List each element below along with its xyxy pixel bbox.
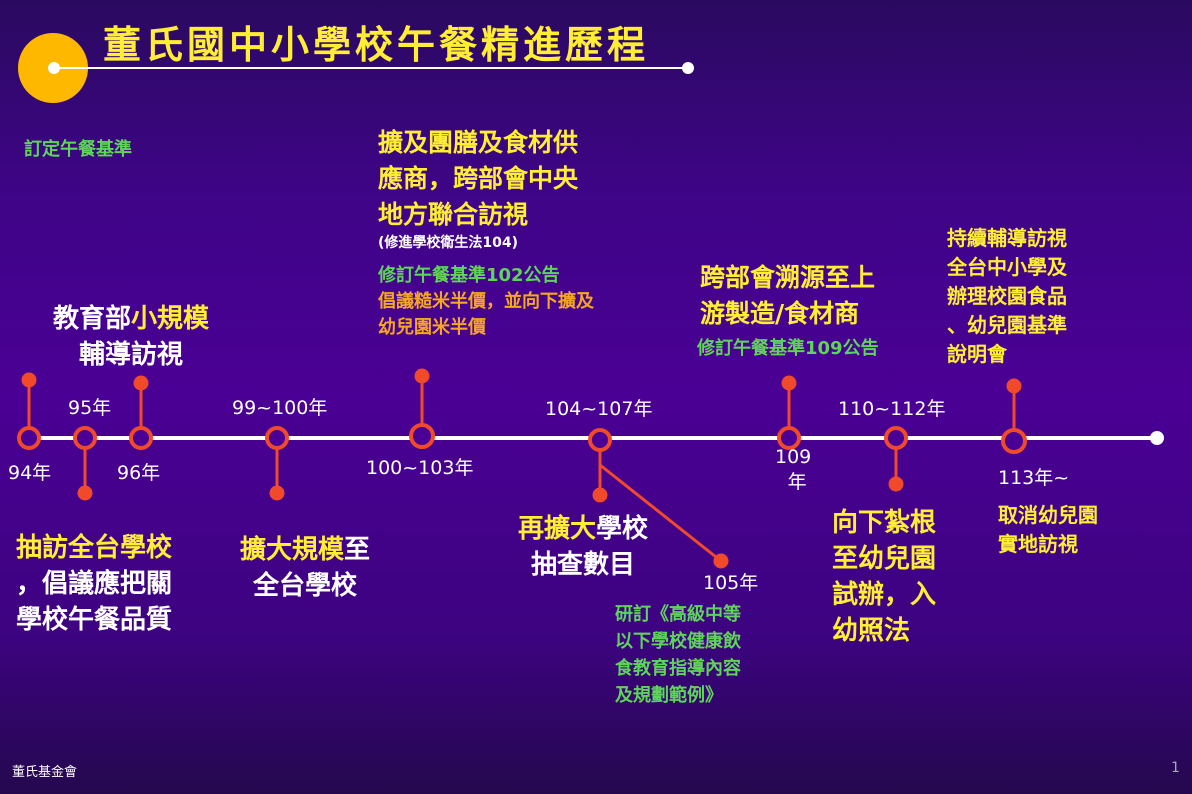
node-99 [265, 426, 289, 450]
event-110-line3: 試辦，入 [832, 580, 937, 610]
stem-dot-109 [781, 375, 797, 391]
stem-dot-110 [888, 476, 904, 492]
event-113-ongoing-line5: 說明會 [947, 342, 1007, 366]
event-104-expand: 再擴大 [518, 514, 597, 544]
year-99-100: 99~100年 [232, 397, 328, 419]
event-96-line2: 輔導訪視 [79, 340, 184, 370]
event-100-note: (修進學校衛生法104) [378, 235, 519, 251]
event-95-line2: ，倡議應把關 [16, 569, 173, 599]
event-105: 研訂《高級中等 以下學校健康飲 食教育指導內容 及規劃範例》 [615, 601, 741, 709]
event-109-line2: 游製造/食材商 [700, 299, 860, 328]
title-line-end-dot [682, 62, 694, 74]
event-113-ongoing-line3: 辦理校園食品 [947, 284, 1067, 308]
year-95: 95年 [68, 397, 112, 419]
event-99: 擴大規模至 全台學校 [240, 532, 370, 604]
stem-dot-94 [21, 372, 37, 388]
event-110-line2: 至幼兒園 [832, 544, 937, 574]
year-96: 96年 [117, 462, 161, 484]
event-100-rice-2: 幼兒園米半價 [378, 317, 486, 338]
event-109: 跨部會溯源至上 游製造/食材商 修訂午餐基準109公告 [697, 260, 879, 362]
year-110-112: 110~112年 [838, 398, 946, 420]
node-95 [73, 426, 97, 450]
year-104-107: 104~107年 [545, 398, 653, 420]
year-105: 105年 [703, 572, 759, 594]
event-113-ongoing-line4: 、幼兒園基準 [947, 313, 1067, 337]
event-94: 訂定午餐基準 [24, 139, 132, 160]
title-line-start-dot [48, 62, 60, 74]
year-109-unit: 年 [787, 471, 807, 493]
event-104-line2: 抽查數目 [531, 550, 636, 580]
page-number: 1 [1171, 760, 1180, 776]
event-99-expand: 擴大規模 [240, 535, 345, 565]
year-109: 109 年 [775, 445, 811, 495]
event-105-line2: 以下學校健康飲 [615, 631, 741, 652]
event-105-line1: 研訂《高級中等 [615, 604, 741, 625]
stem-dot-99 [269, 485, 285, 501]
event-113-line1: 取消幼兒園 [998, 503, 1098, 527]
event-95-line1: 抽訪全台學校 [16, 533, 173, 563]
node-96 [129, 426, 153, 450]
event-99-line2: 全台學校 [253, 571, 358, 601]
event-113-line2: 實地訪視 [998, 532, 1078, 556]
node-94 [17, 426, 41, 450]
event-95: 抽訪全台學校 ，倡議應把關 學校午餐品質 [16, 530, 172, 638]
event-110: 向下紮根 至幼兒園 試辦，入 幼照法 [832, 505, 936, 649]
event-113-ongoing: 持續輔導訪視 全台中小學及 辦理校園食品 、幼兒園基準 說明會 [947, 224, 1067, 369]
node-110 [884, 426, 908, 450]
event-110-line1: 向下紮根 [832, 508, 937, 538]
event-110-line4: 幼照法 [832, 616, 911, 646]
event-104-school: 學校 [596, 514, 649, 544]
node-104 [588, 428, 612, 452]
event-95-line3: 學校午餐品質 [16, 605, 173, 635]
event-96-ministry: 教育部 [53, 304, 132, 334]
node-100 [409, 423, 435, 449]
stem-dot-100 [414, 368, 430, 384]
event-100-rice-1: 倡議糙米半價，並向下擴及 [378, 291, 594, 312]
event-113: 取消幼兒園 實地訪視 [998, 501, 1098, 559]
year-113: 113年~ [998, 467, 1070, 489]
event-100-line3: 地方聯合訪視 [378, 200, 529, 229]
event-100: 擴及團膳及食材供 應商，跨部會中央 地方聯合訪視 (修進學校衛生法104) 修訂… [378, 125, 594, 341]
page-title: 董氏國中小學校午餐精進歷程 [103, 22, 650, 67]
stem-dot-113 [1006, 378, 1022, 394]
year-109-num: 109 [775, 446, 812, 468]
stem-dot-96 [133, 375, 149, 391]
event-100-standard: 修訂午餐基準102公告 [378, 265, 560, 286]
event-96-small-scale: 小規模 [131, 304, 210, 334]
event-109-line1: 跨部會溯源至上 [700, 263, 876, 292]
stem-dot-105 [713, 553, 729, 569]
event-105-line4: 及規劃範例》 [615, 685, 723, 706]
stem-dot-104 [592, 487, 608, 503]
event-113-ongoing-line1: 持續輔導訪視 [947, 226, 1067, 250]
event-96: 教育部小規模 輔導訪視 [53, 301, 209, 373]
node-109 [777, 426, 801, 450]
event-100-line1: 擴及團膳及食材供 [378, 128, 579, 157]
timeline-end-dot [1150, 431, 1164, 445]
event-105-line3: 食教育指導內容 [615, 658, 741, 679]
year-100-103: 100~103年 [366, 457, 474, 479]
event-104: 再擴大學校 抽查數目 [518, 511, 648, 583]
year-94: 94年 [8, 462, 52, 484]
event-99-to: 至 [344, 535, 371, 565]
event-113-ongoing-line2: 全台中小學及 [947, 255, 1067, 279]
event-100-line2: 應商，跨部會中央 [378, 164, 579, 193]
event-109-standard: 修訂午餐基準109公告 [697, 338, 879, 359]
node-113 [1001, 428, 1027, 454]
stem-dot-95 [77, 485, 93, 501]
footer-org: 董氏基金會 [12, 765, 78, 780]
